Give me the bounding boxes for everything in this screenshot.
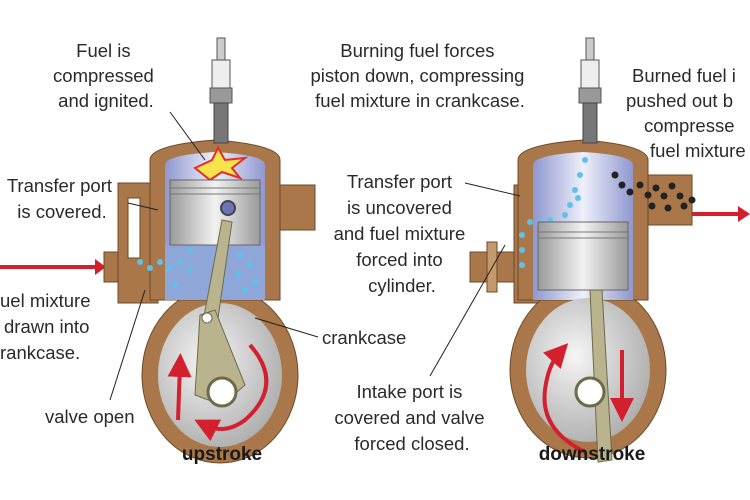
label-valve-open: valve open <box>45 406 134 427</box>
spark-burst <box>193 145 249 182</box>
spark-plug <box>578 37 602 144</box>
upstroke-engine <box>0 37 316 464</box>
downstroke-engine <box>469 37 750 463</box>
label-transfer-uncovered: Transfer port is uncovered and fuel mixt… <box>334 171 471 296</box>
exhaust-particles <box>611 171 696 212</box>
spark-plug <box>209 37 233 144</box>
exhaust-arrow <box>690 212 740 216</box>
label-intake-covered: Intake port is covered and valve forced … <box>334 381 489 454</box>
caption-downstroke: downstroke <box>539 444 646 465</box>
piston <box>169 179 261 246</box>
caption-upstroke: upstroke <box>182 444 262 465</box>
label-crankcase: crankcase <box>322 327 406 348</box>
rotation-arrow <box>194 343 269 442</box>
piston <box>537 221 629 291</box>
label-burned-fuel: Burned fuel i pushed out b compresse fue… <box>626 65 746 161</box>
label-fuel-drawn: uel mixture drawn into rankcase. <box>0 290 96 363</box>
intake-arrow <box>0 265 95 269</box>
label-fuel-compressed: Fuel is compressed and ignited. <box>53 40 159 111</box>
fuel-droplets <box>519 157 588 268</box>
exhaust-port <box>639 174 693 226</box>
label-transfer-covered: Transfer port is covered. <box>7 175 117 222</box>
leader-lines <box>109 111 521 401</box>
rotation-arrow <box>542 343 586 454</box>
label-burning-fuel: Burning fuel forces piston down, compres… <box>310 40 529 111</box>
piston-pin <box>220 200 236 216</box>
